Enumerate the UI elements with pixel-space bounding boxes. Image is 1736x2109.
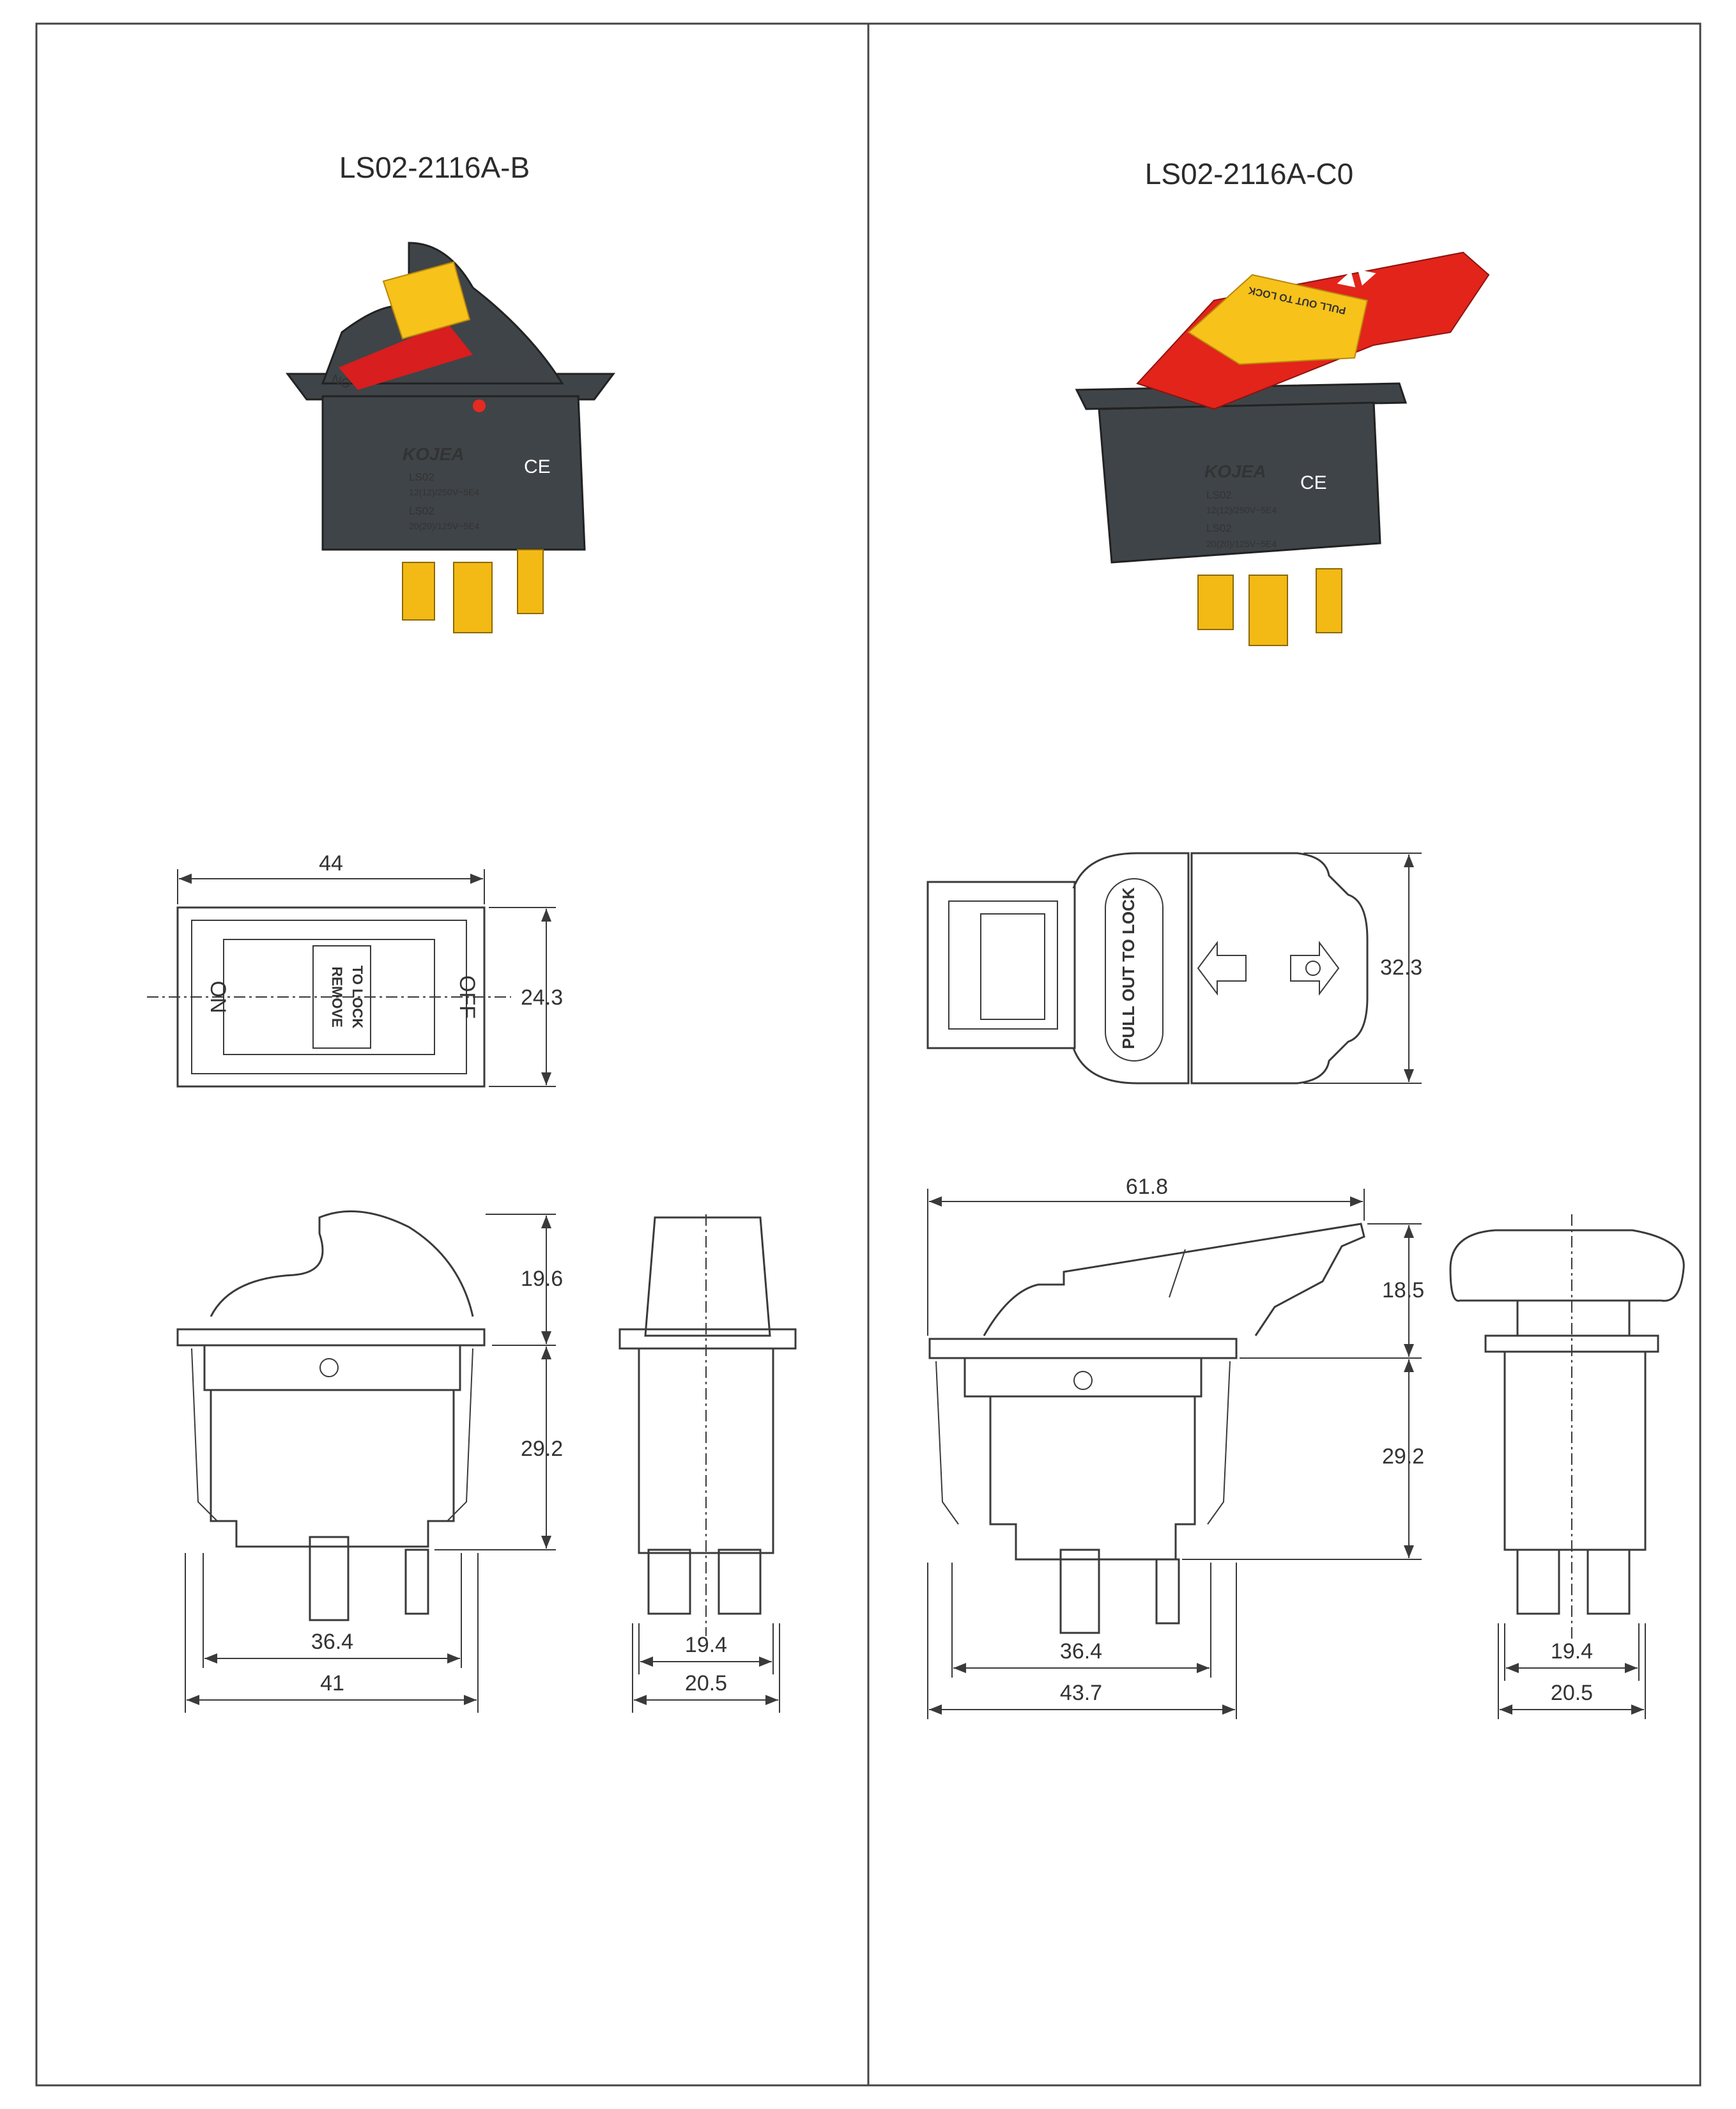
- left-top-lock-2: TO LOCK: [350, 966, 365, 1029]
- left-pin: [453, 562, 493, 633]
- right-photo-line4: 20(20)/125V~5E4: [1206, 539, 1277, 549]
- left-top-width-dim: 44: [319, 851, 343, 876]
- left-end-inner-width-dim: 19.4: [685, 1633, 727, 1657]
- left-photo-line3: LS02: [409, 505, 434, 517]
- left-side-view: 19.6 29.2 36.4 41: [176, 1210, 563, 1713]
- left-rocker: [339, 323, 473, 390]
- right-model-title: LS02-2116A-C0: [1145, 157, 1353, 190]
- left-arrow-icon: [1197, 941, 1247, 996]
- right-end-outer-width-dim: 20.5: [1551, 1681, 1593, 1705]
- left-lock-key-icon: [382, 261, 471, 340]
- right-end-inner-width-dim: 19.4: [1551, 1639, 1593, 1664]
- left-side-inner-width-dim: 36.4: [311, 1630, 353, 1654]
- right-pin: [1248, 575, 1288, 646]
- right-lock-key-icon: [1187, 274, 1369, 366]
- right-end-view: 19.4 20.5: [1449, 1214, 1685, 1719]
- left-photo-brand: KOJEA: [403, 444, 464, 464]
- right-photo-line3: LS02: [1206, 522, 1232, 534]
- right-switch-photo: PULL OUT TO LOCK ◀ ▶ KOJEA LS02 12(12)/2…: [1075, 251, 1490, 646]
- right-photo-line1: LS02: [1206, 489, 1232, 501]
- left-side-upper-dim: 19.6: [521, 1267, 563, 1291]
- left-side-lower-dim: 29.2: [521, 1437, 563, 1461]
- right-top-view: PULL OUT TO LOCK 32.3: [926, 852, 1422, 1085]
- right-side-width-dim: 61.8: [1126, 1175, 1168, 1199]
- right-side-inner-width-dim: 36.4: [1060, 1639, 1102, 1664]
- left-end-outer-width-dim: 20.5: [685, 1671, 727, 1696]
- left-photo-line4: 20(20)/125V~5E4: [409, 521, 479, 531]
- right-photo-brand: KOJEA: [1204, 461, 1266, 481]
- right-arrow-icon: [1290, 941, 1340, 996]
- right-side-lower-dim: 29.2: [1382, 1444, 1424, 1469]
- left-photo-line2: 12(12)/250V~5E4: [409, 487, 479, 497]
- ce-mark-icon: CE: [524, 456, 551, 477]
- left-top-lock-1: REMOVE: [329, 966, 345, 1027]
- right-pin: [1197, 575, 1234, 630]
- right-pin: [1316, 568, 1342, 633]
- right-side-outer-width-dim: 43.7: [1060, 1681, 1102, 1705]
- left-side-outer-width-dim: 41: [320, 1671, 344, 1696]
- left-top-on: ON: [206, 981, 230, 1014]
- left-top-view: ON OFF REMOVE TO LOCK 44 24.3: [147, 851, 563, 1088]
- right-top-lock-text: PULL OUT TO LOCK: [1119, 887, 1138, 1049]
- right-side-upper-dim: 18.5: [1382, 1278, 1424, 1302]
- left-switch-photo: KOJEA LS02 12(12)/250V~5E4 LS02 20(20)/1…: [286, 242, 615, 633]
- left-top-height-dim: 24.3: [521, 985, 563, 1010]
- left-pin: [517, 549, 544, 614]
- left-end-view: 19.4 20.5: [618, 1214, 797, 1713]
- right-photo-line2: 12(12)/250V~5E4: [1206, 505, 1277, 515]
- left-model-title: LS02-2116A-B: [339, 151, 530, 184]
- left-photo-line1: LS02: [409, 471, 434, 483]
- right-top-height-dim: 32.3: [1380, 955, 1422, 980]
- left-pin: [402, 562, 435, 621]
- ce-mark-icon: CE: [1300, 472, 1327, 493]
- right-side-view: 61.8 18.5 29.2 36.4 43.7: [927, 1175, 1424, 1719]
- left-top-off: OFF: [455, 975, 479, 1019]
